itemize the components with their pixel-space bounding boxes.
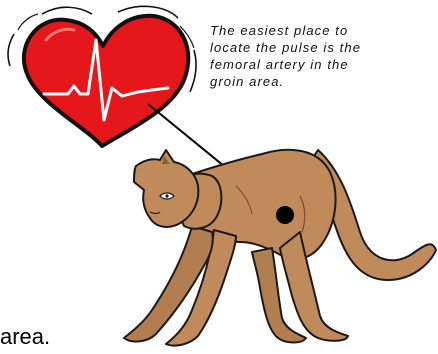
body-text-fragment: area.	[0, 324, 50, 350]
femoral-pulse-marker	[276, 206, 294, 224]
caption-line: femoral artery in the	[210, 56, 425, 73]
caption-text: The easiest place to locate the pulse is…	[210, 22, 425, 90]
caption-line: groin area.	[210, 73, 425, 90]
heart-icon	[8, 6, 196, 146]
cat-illustration	[124, 150, 436, 346]
caption-line: The easiest place to	[210, 22, 425, 39]
caption-line: locate the pulse is the	[210, 39, 425, 56]
